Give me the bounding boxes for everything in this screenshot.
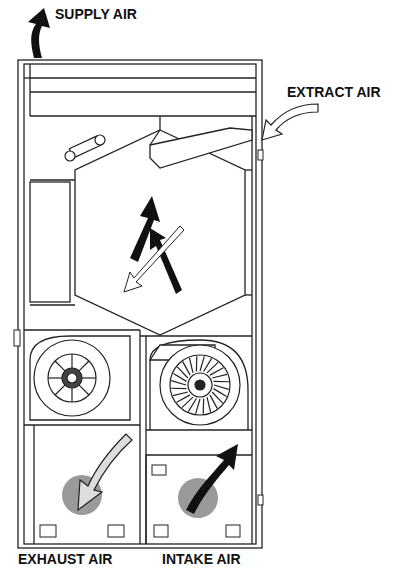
- blade: [203, 399, 205, 414]
- blade: [71, 354, 72, 368]
- fixings: [14, 150, 263, 537]
- blade: [79, 385, 89, 395]
- blade: [171, 388, 186, 390]
- blade: [48, 377, 62, 378]
- blade: [82, 377, 96, 378]
- exhaust-label: EXHAUST AIR: [18, 551, 112, 567]
- blade: [79, 361, 89, 371]
- blade: [214, 385, 229, 389]
- blade: [196, 356, 198, 371]
- blade: [210, 395, 217, 408]
- exhaust-arrow: [78, 434, 132, 510]
- blade: [55, 361, 65, 371]
- supply-label: SUPPLY AIR: [55, 6, 137, 22]
- blade: [200, 356, 204, 371]
- intake-label: INTAKE AIR: [162, 551, 241, 567]
- blade: [212, 374, 227, 378]
- extract-label: EXTRACT AIR: [287, 84, 381, 100]
- housing: [18, 60, 262, 548]
- blade: [183, 362, 190, 375]
- blade: [196, 399, 200, 414]
- heater: [65, 135, 105, 161]
- fan: [34, 340, 240, 425]
- intake-arrow: [186, 444, 238, 514]
- blade: [177, 395, 190, 402]
- fan-compartments: [24, 330, 252, 544]
- extract-arrow: [262, 104, 318, 140]
- flow-arrow: [130, 196, 160, 262]
- blade: [189, 358, 193, 373]
- flow-arrow: [124, 226, 184, 292]
- blade: [171, 381, 186, 385]
- blade: [210, 368, 223, 375]
- blade: [173, 392, 188, 396]
- heat-exchanger: [30, 116, 252, 335]
- blade: [55, 385, 65, 395]
- fan-blades: [48, 354, 229, 414]
- supply-arrow: [28, 8, 50, 58]
- blade: [214, 381, 229, 383]
- blade: [71, 388, 72, 402]
- blade: [207, 397, 211, 412]
